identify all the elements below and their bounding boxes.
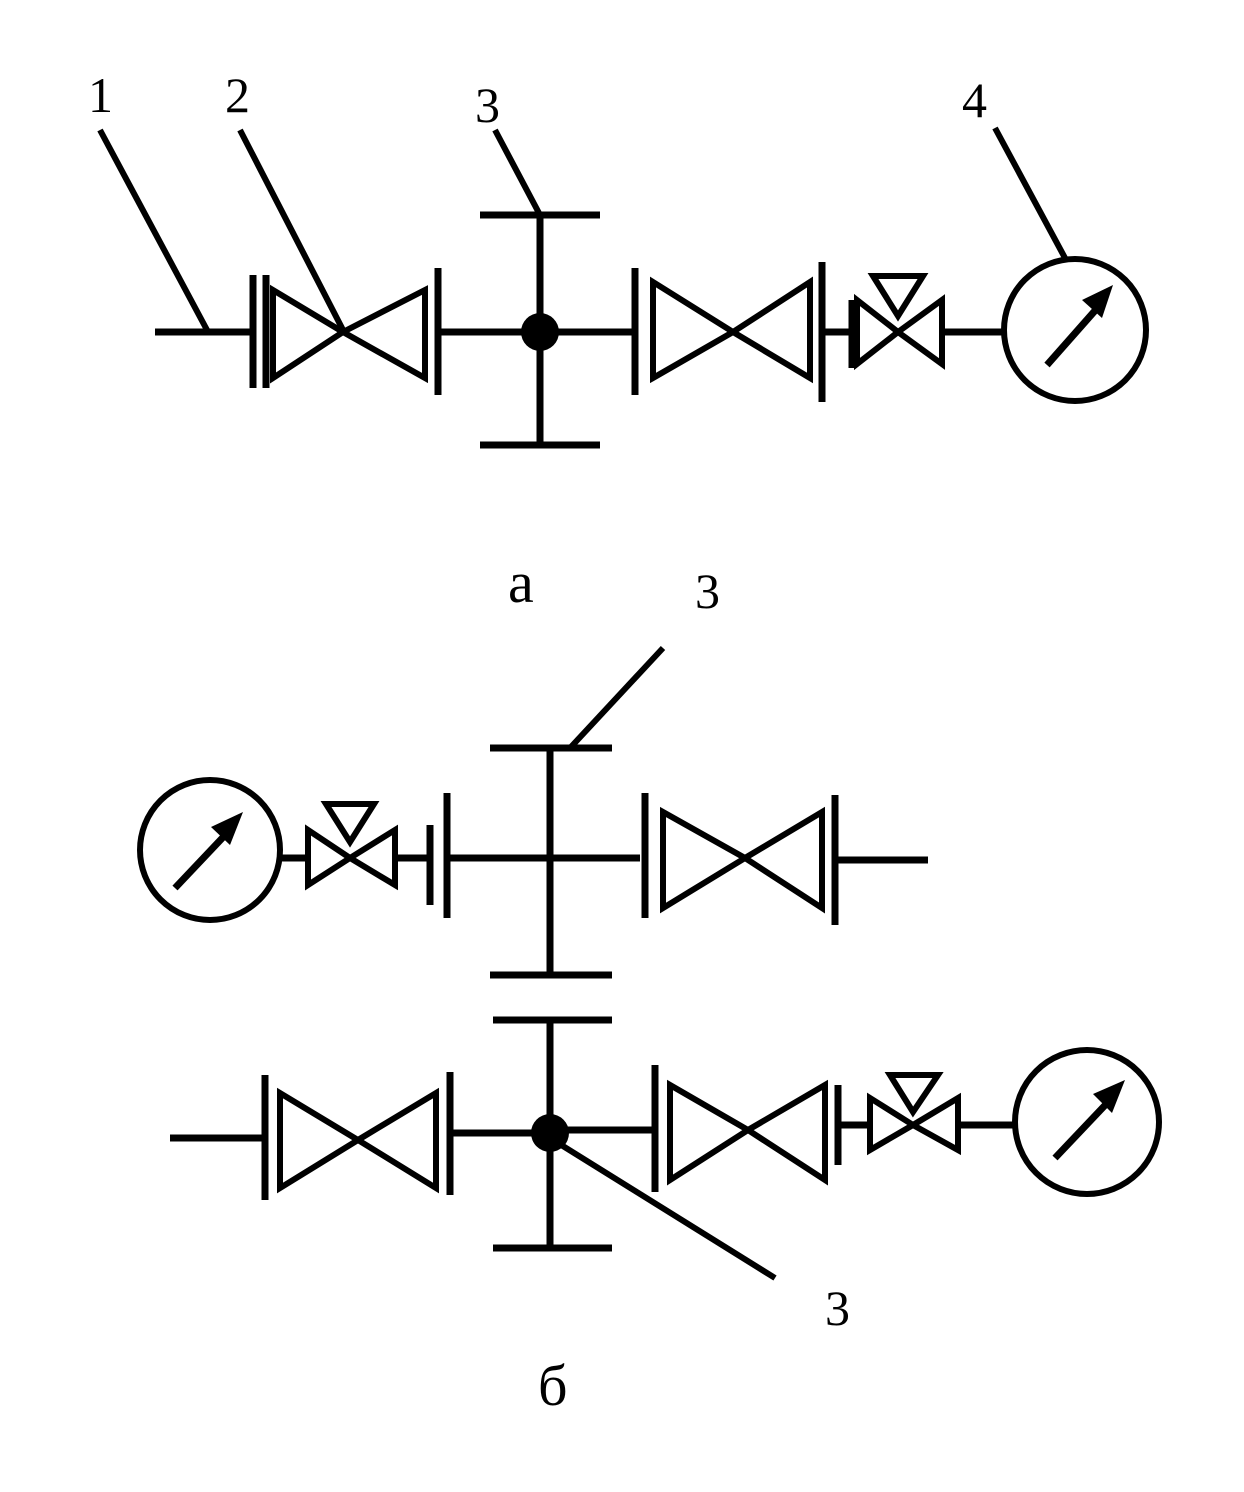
gate-valve-1 (249, 268, 442, 395)
label-1: 1 (88, 67, 113, 123)
leader-line-b-top (567, 645, 666, 751)
leader-line-1 (97, 128, 210, 332)
gate-valve-2 (631, 262, 826, 402)
leader-line-4 (992, 126, 1068, 260)
label-2: 2 (225, 67, 250, 123)
pressure-gauge-b-right (1012, 1047, 1162, 1197)
upper-assembly: 3 (137, 563, 928, 979)
caption-b: б (538, 1353, 568, 1418)
label-b-top: 3 (695, 563, 720, 619)
label-3: 3 (475, 77, 500, 133)
needle-valve-b-lower (867, 1072, 961, 1156)
label-b-bottom: 3 (825, 1280, 850, 1336)
pressure-gauge-b-left (137, 777, 283, 923)
leader-line-b-bottom (548, 1135, 777, 1281)
diagram-b: 3 (137, 563, 1162, 1418)
label-4: 4 (962, 72, 987, 128)
gate-valve-b-lower-1 (261, 1072, 454, 1200)
gate-valve-b-upper (641, 793, 839, 925)
leader-line-3 (492, 128, 543, 217)
gate-valve-b-lower-2 (651, 1065, 842, 1192)
leader-line-2 (237, 128, 346, 332)
pressure-gauge-a (1001, 256, 1149, 404)
lower-assembly: 3 (170, 1016, 1162, 1336)
needle-valve-b-upper (305, 801, 398, 891)
diagram-a: 1 2 3 4 а (88, 67, 1149, 615)
caption-a: а (508, 550, 534, 615)
needle-valve (825, 273, 1005, 371)
